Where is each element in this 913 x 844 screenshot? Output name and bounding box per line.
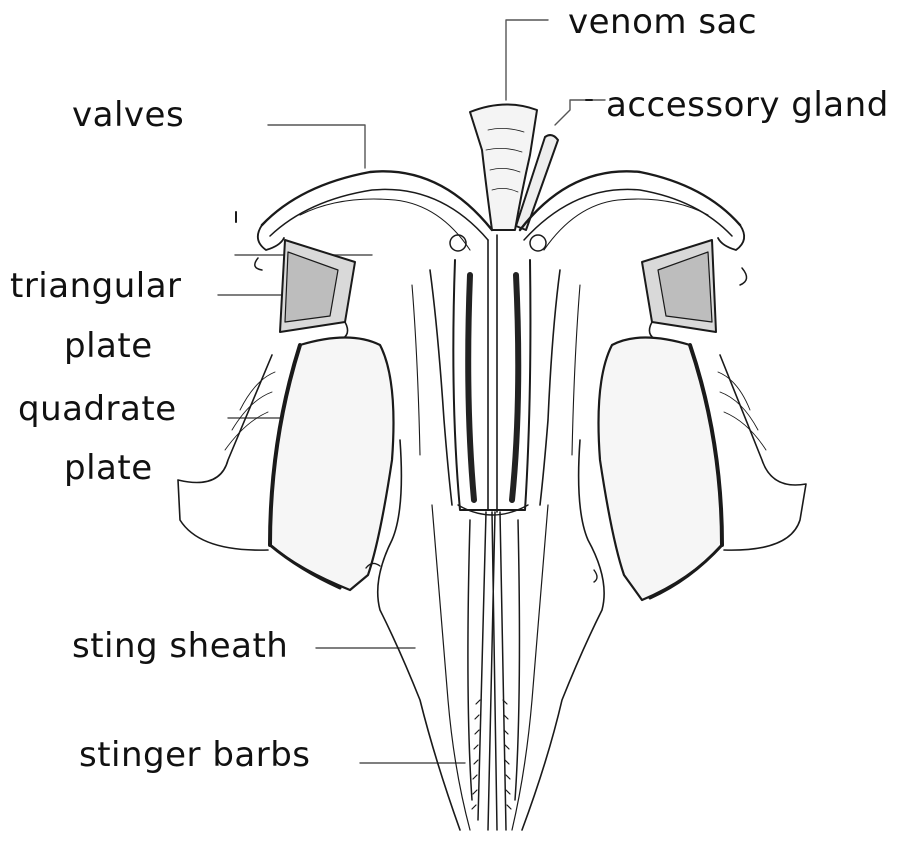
stylet [468,512,520,830]
quadrate-plate-right [599,338,807,601]
leader-accessory-gland [555,100,605,125]
label-triangular-plate-line1: triangular [10,266,182,306]
label-triangular-plate-line2: plate [64,326,153,366]
label-stinger-barbs: stinger barbs [79,735,311,775]
label-sting-sheath: sting sheath [72,626,288,666]
quadrate-plate-left [178,338,394,591]
label-valves: valves [72,95,184,135]
central-shaft [450,235,546,515]
inner-rami [412,270,580,505]
label-venom-sac: venom sac [568,2,757,42]
label-quadrate-plate-line1: quadrate [18,389,177,429]
triangular-plate-right [642,240,716,340]
leader-venom-sac [506,20,548,100]
label-accessory-gland: accessory gland [606,85,889,125]
leader-valves [268,125,365,168]
label-quadrate-plate-line2: plate [64,448,153,488]
